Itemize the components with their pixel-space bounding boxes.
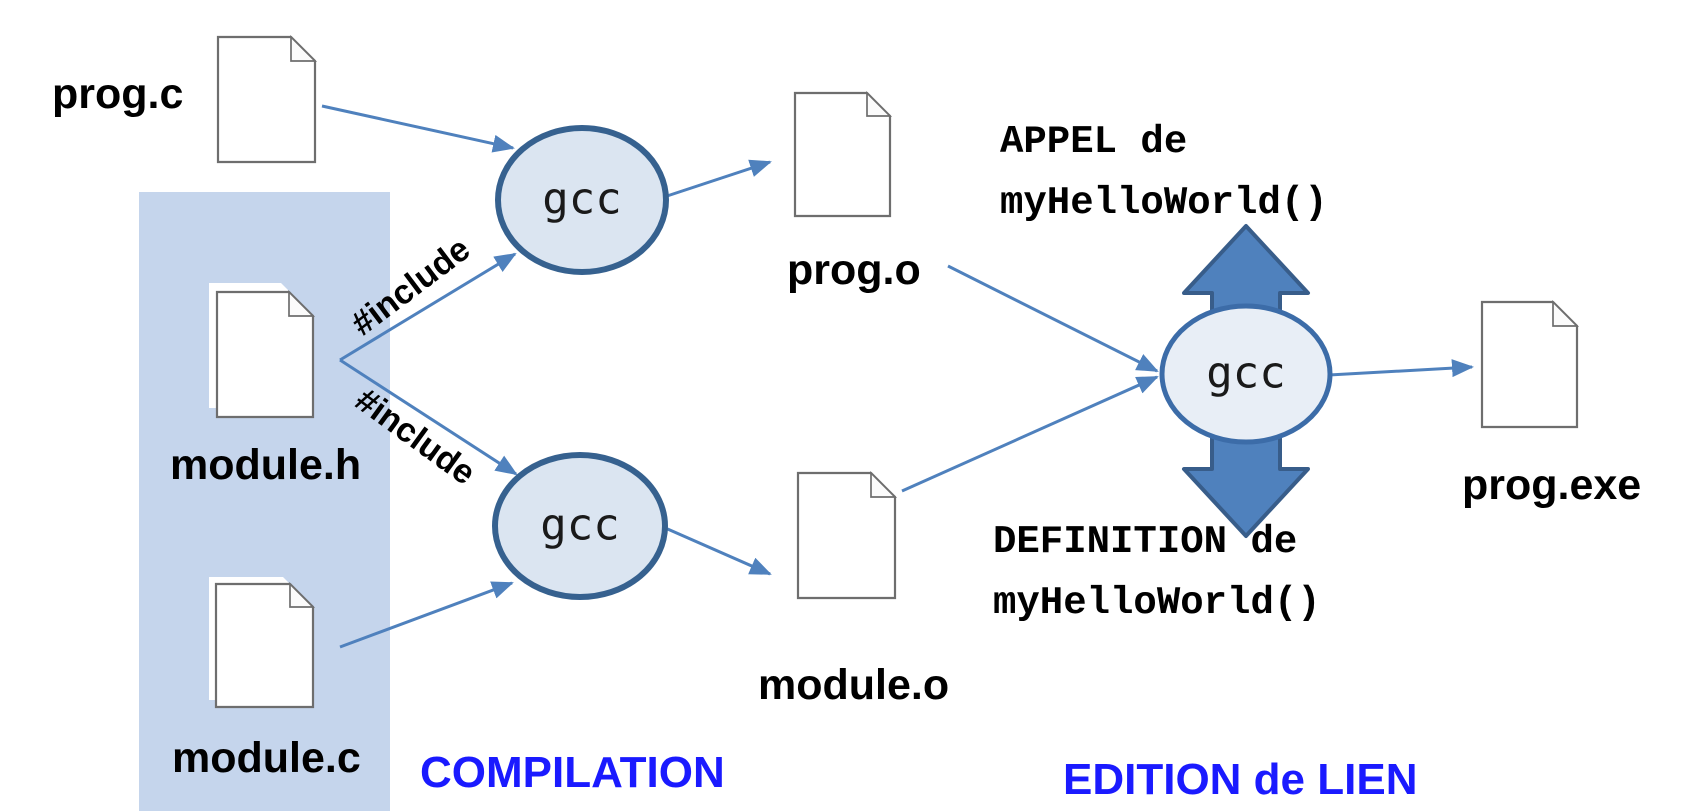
file-label-module-h: module.h [170,441,362,489]
arrow-compiler-to-prog-o [663,159,772,199]
arrow-compiler-to-module-o [662,525,772,576]
file-label-prog-o: prog.o [787,246,921,294]
arrow-prog-o-to-linker [947,264,1159,373]
file-label-module-c: module.c [172,734,361,782]
compiler-node-label-top: gcc [542,173,622,225]
compiler-node-label-bottom: gcc [540,499,620,551]
file-label-prog-exe: prog.exe [1462,461,1642,509]
call-annotation: APPEL de myHelloWorld() [1000,112,1328,234]
compiler-node-top [495,125,669,275]
definition-annotation-line1: DEFINITION de [993,520,1298,564]
linker-node [1159,303,1333,445]
call-annotation-line1: APPEL de [1000,120,1188,164]
caption-linking: EDITION de LIEN [1063,755,1418,804]
document-icon-module-c [209,577,316,709]
document-icon-module-h [209,283,316,419]
document-icon-module-o [796,470,898,600]
arrow-module-o-to-linker [901,375,1159,493]
file-label-module-o: module.o [758,661,950,709]
arrow-module-c-to-compiler [339,581,514,649]
definition-annotation: DEFINITION de myHelloWorld() [993,512,1321,634]
arrow-module-h-to-compiler-bottom [339,358,518,476]
linker-node-label: gcc [1206,347,1286,399]
arrow-module-h-to-compiler-top [339,252,517,362]
document-icon-prog-exe [1480,299,1580,429]
document-icon-prog-o [793,90,893,218]
call-annotation-line2: myHelloWorld() [1000,181,1328,225]
arrow-linker-to-prog-exe [1328,359,1474,378]
document-icon-prog-c [216,34,318,164]
definition-annotation-line2: myHelloWorld() [993,581,1321,625]
compiler-node-bottom [492,452,668,600]
arrow-prog-c-to-compiler [321,104,515,153]
file-label-prog-c: prog.c [52,70,184,118]
caption-compilation: COMPILATION [420,748,725,797]
